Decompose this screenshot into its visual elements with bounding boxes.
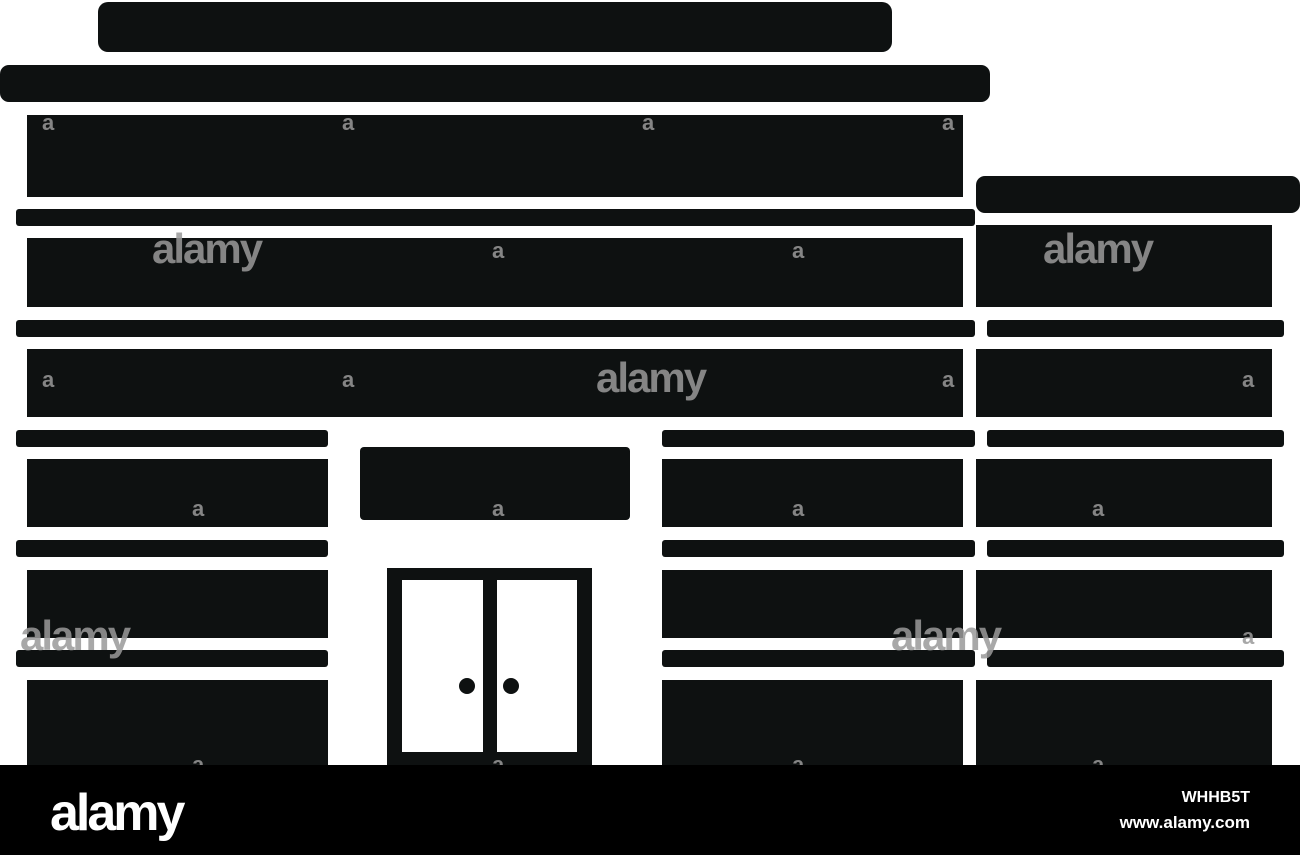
wall-band (27, 459, 328, 527)
wall-band (662, 459, 963, 527)
roof-main (0, 65, 990, 102)
wall-band (27, 349, 963, 417)
building-icon (0, 2, 1300, 765)
wall-band (662, 680, 963, 765)
site-url[interactable]: www.alamy.com (1119, 813, 1250, 832)
wing-roof (976, 176, 1300, 213)
floor-line (16, 650, 328, 667)
door-knob (503, 678, 519, 694)
floor-line (987, 540, 1284, 557)
wall-band (976, 349, 1272, 417)
wall-band (976, 459, 1272, 527)
wall-band (976, 225, 1272, 307)
entrance-sign (360, 447, 630, 520)
image-id: WHHB5T (1181, 789, 1250, 806)
floor-line (662, 650, 975, 667)
wall-band (27, 570, 328, 638)
wall-band (976, 680, 1272, 765)
wall-band (976, 570, 1272, 638)
roof-top (98, 2, 892, 52)
floor-line (662, 540, 975, 557)
floor-line (16, 430, 328, 447)
wall-band (27, 680, 328, 765)
floor-line (16, 540, 328, 557)
door-knob (459, 678, 475, 694)
double-door-icon (387, 568, 592, 765)
wall-band (662, 570, 963, 638)
floor-line (16, 209, 975, 226)
wall-band (27, 115, 963, 197)
footer-logo: alamy (50, 784, 185, 842)
wall-band (27, 238, 963, 307)
floor-line (987, 650, 1284, 667)
floor-line (662, 430, 975, 447)
footer-bar: alamy WHHB5T www.alamy.com (0, 765, 1300, 855)
floor-line (987, 430, 1284, 447)
floor-line (16, 320, 975, 337)
floor-line (987, 320, 1284, 337)
